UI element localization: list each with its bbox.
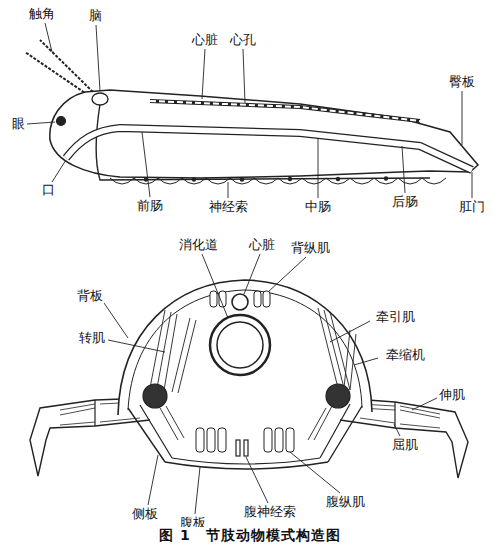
lateral-plate: [320, 404, 350, 458]
part-label: 屈肌: [391, 438, 419, 453]
leader-lines: [27, 23, 472, 198]
ventral-nerve-cord: [236, 440, 240, 456]
part-label: 肛门: [458, 200, 486, 215]
part-label: 牵缩机: [385, 348, 426, 363]
heart: [150, 101, 420, 121]
dorsal-plate: [118, 280, 372, 415]
muscle-bundles: [150, 308, 356, 440]
eye: [57, 117, 66, 126]
part-label: 心脏: [248, 238, 276, 253]
part-label: 后肠: [391, 195, 419, 210]
part-label: 中肠: [304, 200, 332, 215]
part-label: 腹神经索: [243, 505, 297, 520]
part-label: 脑: [88, 9, 103, 24]
part-label: 背纵肌: [290, 241, 331, 256]
antenna: [25, 52, 88, 95]
part-label: 消化道: [178, 238, 219, 253]
dorsal-plate-inner: [128, 290, 362, 410]
leader-lines: [104, 254, 437, 514]
ventral-nerve-cord: [244, 440, 248, 456]
part-label: 触角: [28, 7, 56, 22]
part-label: 前肠: [136, 199, 164, 214]
part-label: 腹纵肌: [325, 495, 366, 510]
brain: [92, 93, 108, 105]
coxa: [143, 384, 167, 408]
heart-section: [232, 294, 248, 310]
gut-section: [210, 315, 270, 375]
body-outline: [50, 90, 478, 178]
dorsal-muscles: [210, 291, 270, 307]
part-label: 牵引肌: [375, 310, 416, 325]
part-label: 心孔: [229, 33, 257, 48]
part-label: 背板: [76, 289, 104, 304]
gut-lumen: [217, 322, 263, 368]
part-label: 臀板: [448, 75, 476, 90]
figure-caption: 图 1 节肢动物模式构造图: [159, 527, 341, 545]
gut: [66, 128, 472, 170]
part-label: 心脏: [191, 33, 219, 48]
part-label: 侧板: [131, 507, 159, 522]
part-label: 转肌: [78, 331, 106, 346]
part-label: 伸肌: [438, 388, 466, 403]
lateral-plate: [140, 405, 172, 458]
ganglia: [144, 176, 388, 181]
heart-ostia: [150, 101, 420, 121]
part-label: 眼: [11, 117, 26, 132]
gut-lumen: [66, 128, 472, 170]
coxa: [326, 384, 350, 408]
part-label: 口: [41, 183, 56, 198]
part-label: 神经索: [208, 200, 249, 215]
lateral-view: [25, 23, 478, 198]
antenna: [40, 40, 93, 92]
cross-section: [30, 254, 468, 514]
